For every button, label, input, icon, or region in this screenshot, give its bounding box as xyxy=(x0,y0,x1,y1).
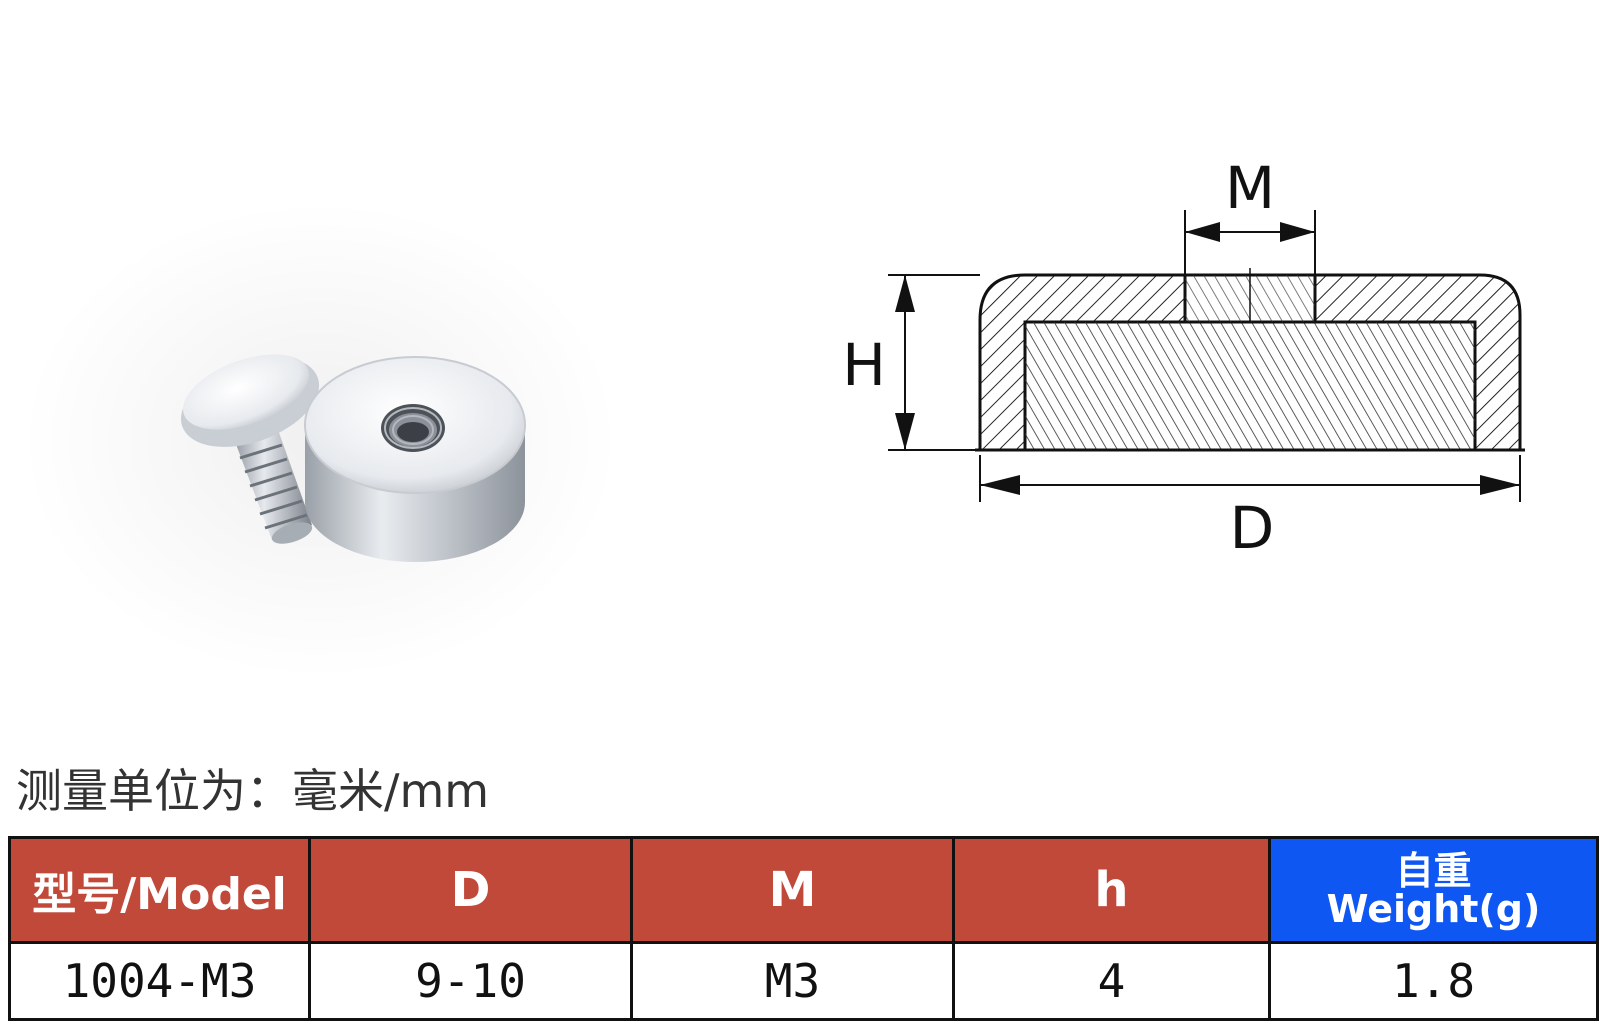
label-m: M xyxy=(1225,154,1275,222)
magnet-cup-section xyxy=(975,268,1525,452)
label-d: D xyxy=(1230,494,1275,562)
dimension-h: H xyxy=(842,274,980,451)
table-header-row: 型号/Model D M h 自重 Weight(g) xyxy=(8,836,1599,944)
dimension-m: M xyxy=(1184,154,1316,275)
header-d: D xyxy=(308,836,633,944)
header-h: h xyxy=(952,836,1271,944)
header-weight-cn: 自重 xyxy=(1395,849,1472,893)
product-photo xyxy=(20,140,660,680)
table-row: 1004-M3 9-10 M3 4 1.8 xyxy=(8,941,1599,1021)
screw xyxy=(180,354,320,544)
header-weight-en: Weight(g) xyxy=(1326,887,1541,931)
cell-h: 4 xyxy=(952,941,1271,1021)
label-h: H xyxy=(842,331,886,399)
cell-d: 9-10 xyxy=(308,941,633,1021)
unit-note: 测量单位为：毫米/mm xyxy=(16,764,490,818)
header-m: M xyxy=(630,836,955,944)
cell-model: 1004-M3 xyxy=(8,941,311,1021)
cross-section-drawing: M H D xyxy=(840,150,1580,570)
spec-table: 型号/Model D M h 自重 Weight(g) 1004-M3 9-10… xyxy=(8,836,1599,1021)
cell-m: M3 xyxy=(630,941,955,1021)
magnet xyxy=(304,356,526,562)
header-weight: 自重 Weight(g) xyxy=(1268,836,1599,944)
cell-weight: 1.8 xyxy=(1268,941,1599,1021)
header-model: 型号/Model xyxy=(8,836,311,944)
dimension-d: D xyxy=(979,455,1521,562)
